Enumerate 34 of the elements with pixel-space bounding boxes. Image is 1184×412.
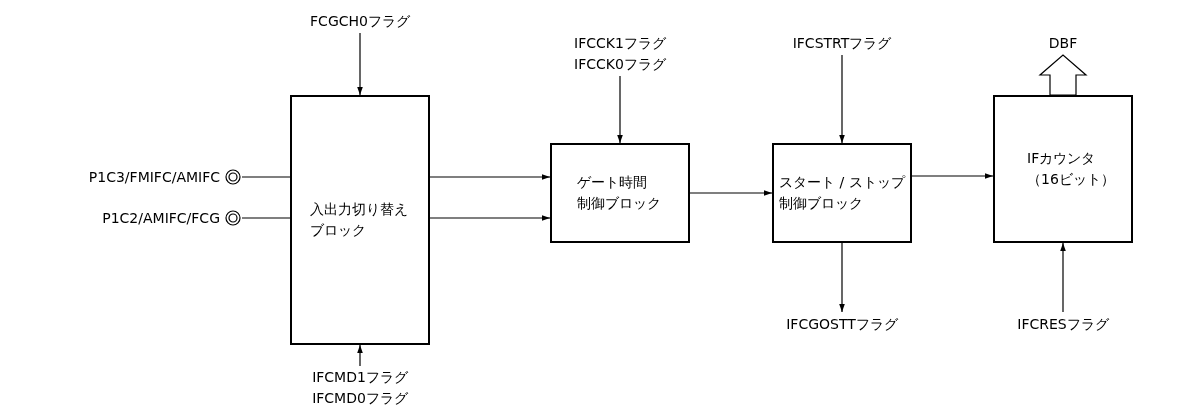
block-label: 制御ブロック [779,194,864,213]
block-label: 入出力切り替え [310,200,409,219]
block-label: 制御ブロック [577,194,662,213]
block-box [550,143,690,243]
flag-label: IFCMD1フラグ [312,368,408,387]
block-label: ゲート時間 [577,173,648,192]
block-box [993,95,1133,243]
arrow [429,174,551,180]
flag-label: IFCMD0フラグ [312,389,408,408]
arrow [689,190,773,196]
flag-label: IFCCK1フラグ [574,34,666,53]
block-label: スタート / ストップ [779,173,907,192]
flag-label: IFCRESフラグ [1017,314,1109,334]
flag-label: IFCSTRTフラグ [792,33,892,53]
flag-label: IFCGOSTTフラグ [786,314,898,334]
arrow [617,75,623,144]
arrow [911,173,994,179]
flag-label: IFCCK0フラグ [574,55,666,74]
arrow [429,215,551,221]
arrow [839,54,845,144]
flag-label: FCGCH0フラグ [310,11,410,31]
block-label: ブロック [310,221,367,240]
block-box [772,143,912,243]
block-label: IFカウンタ [1027,149,1097,168]
block-label: （16ビット） [1027,170,1116,189]
flag-label: DBF [1048,33,1078,53]
bus-arrow [1038,54,1088,96]
block-box [290,95,430,345]
arrow [357,32,363,96]
arrow [357,344,363,367]
arrow [839,242,845,313]
pin-label: P1C3/FMIFC/AMIFC [88,167,220,187]
pin-label: P1C2/AMIFC/FCG [102,208,220,228]
arrow [1060,242,1066,313]
